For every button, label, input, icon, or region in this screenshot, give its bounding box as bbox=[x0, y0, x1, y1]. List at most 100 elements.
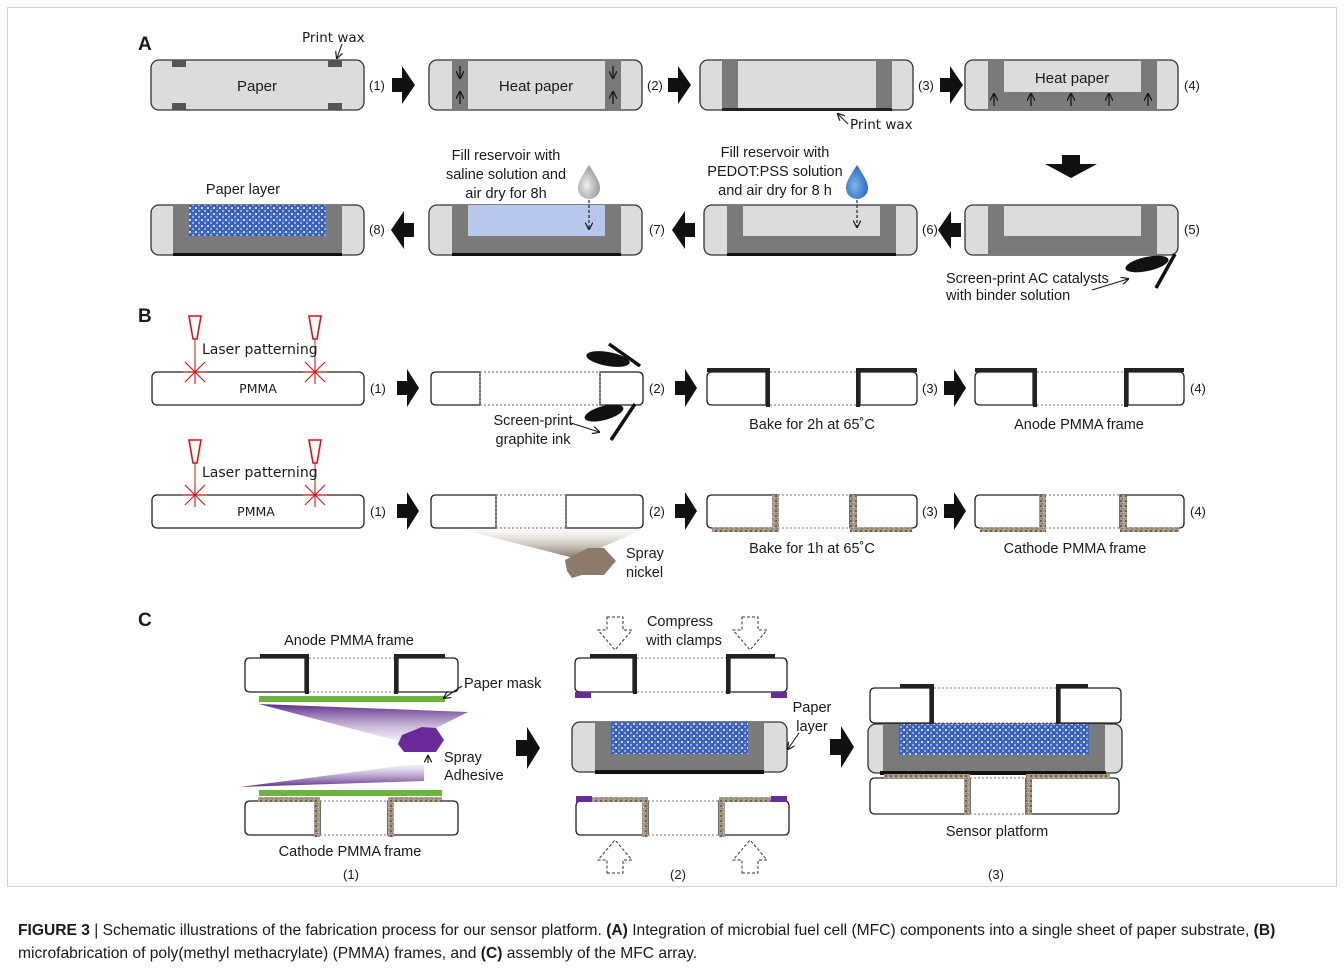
c1-spray-line1: Spray bbox=[444, 750, 483, 766]
panel-a-label: A bbox=[138, 34, 152, 55]
b-anode-step3 bbox=[706, 368, 918, 407]
b-anode-step-2: (2) bbox=[649, 381, 665, 396]
a7-saline-fill bbox=[428, 165, 643, 256]
caption-text-1: Schematic illustrations of the fabricati… bbox=[102, 922, 607, 939]
b-cathode-step3 bbox=[706, 494, 918, 532]
c2-paper-layer-line1: Paper bbox=[793, 700, 832, 716]
a5-screen-print bbox=[964, 204, 1179, 289]
a6-note-line3: and air dry for 8 h bbox=[718, 183, 832, 199]
b-cathode-pmma-label: PMMA bbox=[237, 504, 275, 519]
a-row2-arrows bbox=[391, 211, 961, 249]
b-cathode-step-4: (4) bbox=[1190, 504, 1206, 519]
caption-text-3: microfabrication of poly(methyl methacry… bbox=[18, 945, 481, 962]
b-cathode-laser-label: Laser patterning bbox=[202, 465, 318, 481]
a6-note-line1: Fill reservoir with bbox=[721, 145, 830, 161]
b-cathode-step4 bbox=[974, 494, 1185, 532]
b-cathode-step1: PMMA bbox=[151, 439, 365, 529]
a7-note-line2: saline solution and bbox=[446, 167, 566, 183]
a-step-3: (3) bbox=[918, 78, 934, 93]
b-spray-line2: nickel bbox=[626, 565, 663, 581]
caption-text-2: Integration of microbial fuel cell (MFC)… bbox=[627, 922, 1254, 939]
panel-c-label: C bbox=[138, 610, 152, 631]
a2-heat-paper: Heat paper bbox=[428, 59, 643, 111]
b-spray-line1: Spray bbox=[626, 546, 665, 562]
c-arrow-1 bbox=[516, 727, 540, 769]
c2-clamp-arrows bbox=[596, 616, 769, 874]
c1-cathode-frame-label: Cathode PMMA frame bbox=[279, 844, 422, 860]
c2-compress-line2: with clamps bbox=[645, 633, 722, 649]
c3-sensor-platform-label: Sensor platform bbox=[946, 824, 1048, 840]
a7-note-line3: air dry for 8h bbox=[465, 186, 546, 202]
c-arrow-2 bbox=[830, 726, 854, 768]
figure-caption: FIGURE 3 | Schematic illustrations of th… bbox=[18, 919, 1328, 965]
b-anode-pmma-label: PMMA bbox=[239, 381, 277, 396]
b-anode-laser-label: Laser patterning bbox=[202, 342, 318, 358]
c-step-2: (2) bbox=[670, 867, 686, 882]
b-anode-step4 bbox=[974, 368, 1185, 407]
a8-paper-layer bbox=[150, 204, 365, 256]
b-cathode-frame-label: Cathode PMMA frame bbox=[1004, 541, 1147, 557]
fabrication-diagram: A Paper Print wax (1) Heat paper (2) Pri… bbox=[138, 30, 1206, 882]
a4-heat-paper: Heat paper bbox=[964, 59, 1179, 111]
b-screen-print-line1: Screen-print bbox=[494, 413, 573, 429]
caption-ref-b: (B) bbox=[1253, 922, 1276, 939]
a-step-6: (6) bbox=[922, 222, 938, 237]
c2-paper-layer bbox=[571, 721, 788, 774]
b-cathode-step-3: (3) bbox=[922, 504, 938, 519]
c1-anode-frame bbox=[244, 654, 459, 702]
b-anode-step2 bbox=[430, 342, 644, 441]
b-anode-step-1: (1) bbox=[370, 381, 386, 396]
c-step-3: (3) bbox=[988, 867, 1004, 882]
b-anode-step-4: (4) bbox=[1190, 381, 1206, 396]
a1-paper-label: Paper bbox=[237, 78, 277, 95]
a-step-7: (7) bbox=[649, 222, 665, 237]
c2-compress-line1: Compress bbox=[647, 614, 713, 630]
caption-label: FIGURE 3 bbox=[18, 922, 90, 939]
b-anode-frame-label: Anode PMMA frame bbox=[1014, 417, 1144, 433]
a-step-5: (5) bbox=[1184, 222, 1200, 237]
c2-paper-layer-line2: layer bbox=[796, 719, 828, 735]
c1-spray-adhesive bbox=[240, 704, 468, 787]
a6-pedot-fill bbox=[703, 165, 918, 256]
a1-paper: Paper bbox=[150, 59, 365, 111]
caption-sep: | bbox=[89, 922, 103, 939]
a8-paper-layer-label: Paper layer bbox=[206, 182, 280, 198]
b-anode-arrows bbox=[397, 369, 966, 407]
b-anode-step1: PMMA bbox=[151, 315, 365, 406]
a1-print-wax-label: Print wax bbox=[302, 30, 365, 46]
b-cathode-arrows bbox=[397, 492, 966, 530]
a3-print-wax-label: Print wax bbox=[850, 117, 913, 133]
b-cathode-step-1: (1) bbox=[370, 504, 386, 519]
a4-heat-paper-label: Heat paper bbox=[1035, 70, 1109, 87]
caption-ref-a: (A) bbox=[606, 922, 628, 939]
c3-sensor-platform bbox=[867, 684, 1123, 815]
a5-note-line1: Screen-print AC catalysts bbox=[946, 271, 1109, 287]
c2-cathode-frame bbox=[575, 796, 790, 837]
a7-note-line1: Fill reservoir with bbox=[452, 148, 561, 164]
figure-frame bbox=[7, 7, 1337, 887]
b-screen-print-line2: graphite ink bbox=[496, 432, 572, 448]
a2-heat-paper-label: Heat paper bbox=[499, 78, 573, 95]
c1-cathode-frame bbox=[244, 790, 459, 837]
a-step-8: (8) bbox=[369, 222, 385, 237]
b-bake-anode: Bake for 2h at 65˚C bbox=[749, 417, 875, 433]
b-cathode-step-2: (2) bbox=[649, 504, 665, 519]
a3-print-wax bbox=[699, 59, 914, 111]
a-row1-arrows bbox=[392, 66, 1097, 178]
c-step-1: (1) bbox=[343, 867, 359, 882]
a-step-2: (2) bbox=[647, 78, 663, 93]
a5-note-line2: with binder solution bbox=[945, 288, 1070, 304]
b-anode-step-3: (3) bbox=[922, 381, 938, 396]
caption-ref-c: (C) bbox=[480, 945, 503, 962]
b-cathode-step2 bbox=[430, 494, 644, 578]
panel-b-label: B bbox=[138, 306, 152, 327]
a-step-1: (1) bbox=[369, 78, 385, 93]
b-bake-cathode: Bake for 1h at 65˚C bbox=[749, 541, 875, 557]
c2-anode-frame bbox=[574, 654, 788, 698]
caption-text-4: assembly of the MFC array. bbox=[502, 945, 698, 962]
c1-anode-frame-label: Anode PMMA frame bbox=[284, 633, 414, 649]
c1-paper-mask-label: Paper mask bbox=[464, 676, 542, 692]
a-step-4: (4) bbox=[1184, 78, 1200, 93]
a6-note-line2: PEDOT:PSS solution bbox=[707, 164, 842, 180]
c1-spray-line2: Adhesive bbox=[444, 768, 504, 784]
